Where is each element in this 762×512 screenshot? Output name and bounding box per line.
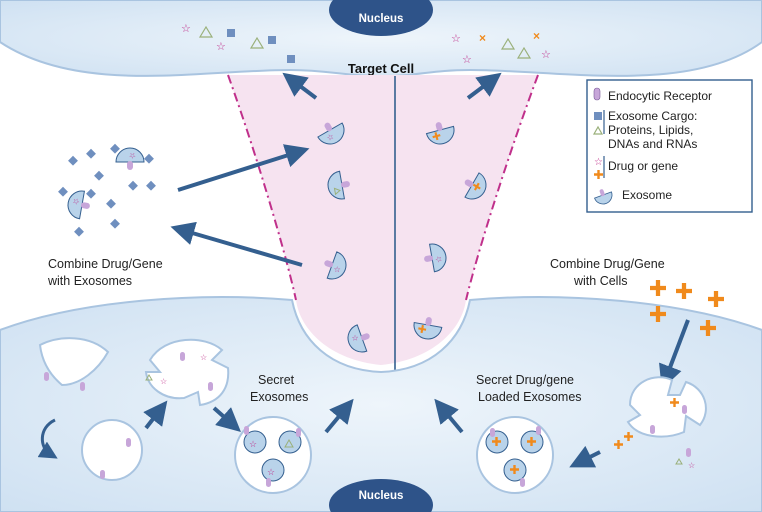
legend-box — [586, 79, 753, 213]
target-cell-label: Target Cell — [348, 61, 414, 76]
right-endosome: ☆ — [614, 376, 707, 470]
secret-loaded-label-2: Loaded Exosomes — [478, 390, 582, 404]
cargo-triangle-icon — [198, 25, 214, 38]
cargo-square-icon — [227, 29, 235, 37]
drug-plus-icon — [650, 280, 666, 296]
svg-text:☆: ☆ — [325, 132, 336, 143]
drug-star-icon: ☆ — [462, 54, 472, 66]
exosome-icon: ☆ — [115, 147, 145, 170]
drug-particles — [58, 143, 156, 237]
legend: Endocytic Receptor Exosome Cargo: Protei… — [586, 79, 753, 213]
cargo-square-icon — [594, 112, 602, 120]
drug-plus-icon — [676, 283, 692, 299]
arrow-to-funnel — [177, 144, 310, 192]
exosome-icon — [594, 189, 613, 205]
cargo-square-icon — [287, 55, 295, 63]
combine-exosomes-label-1: Combine Drug/Gene — [48, 257, 163, 271]
svg-text:☆: ☆ — [160, 377, 167, 386]
exosomes-in-transit-right: ☆ — [413, 122, 487, 340]
receptor-icon — [593, 87, 601, 101]
legend-cargo-label-1: Exosome Cargo: — [608, 109, 697, 123]
nucleus-bottom-label: Nucleus — [359, 490, 404, 502]
combine-exosomes-label-2: with Exosomes — [47, 274, 132, 288]
legend-drug-label: Drug or gene — [608, 159, 678, 173]
drug-star-icon: ☆ — [451, 33, 461, 45]
legend-exosome-label: Exosome — [622, 188, 672, 202]
cargo-triangle-icon — [592, 125, 604, 135]
cargo-triangle-icon — [249, 36, 265, 49]
nucleus-top — [329, 0, 433, 36]
svg-text:☆: ☆ — [434, 255, 444, 264]
arrow-into-target-left — [282, 72, 318, 100]
left-endosome: ☆ ☆ — [144, 338, 230, 407]
arrow-from-funnel — [170, 221, 303, 267]
cargo-square-icon — [268, 36, 276, 44]
legend-receptor-label: Endocytic Receptor — [608, 89, 712, 103]
cargo-triangle-icon — [516, 46, 532, 59]
svg-text:☆: ☆ — [200, 353, 207, 362]
svg-text:☆: ☆ — [249, 439, 257, 449]
left-multivesicular-body: ☆ ☆ — [234, 416, 312, 494]
drug-cross-icon: × — [479, 31, 486, 45]
arrow-to-mvb-right — [569, 445, 601, 468]
arrow-secrete-right — [434, 398, 464, 434]
arrow-endosome-left — [143, 400, 168, 430]
svg-text:☆: ☆ — [71, 197, 81, 206]
drug-cross-icon: × — [533, 29, 540, 43]
exosome-icon: ☆ — [347, 324, 370, 353]
arrow-secrete-left — [324, 398, 354, 434]
target-cell-cargo: ☆ ☆ ☆ × × ☆ ☆ — [181, 23, 551, 66]
legend-cargo-label-3: DNAs and RNAs — [608, 137, 697, 151]
secret-exosomes-label-2: Exosomes — [250, 390, 308, 404]
nucleus-bottom — [329, 479, 433, 512]
secret-loaded-label-1: Secret Drug/gene — [476, 373, 574, 387]
exosome-icon: ☆ — [317, 122, 345, 145]
funnel-edge-right — [465, 74, 539, 301]
funnel-edge-left — [227, 74, 297, 301]
combine-cells-label-1: Combine Drug/Gene — [550, 257, 665, 271]
exosome-icon — [464, 172, 487, 200]
svg-text:☆: ☆ — [129, 151, 136, 160]
exosomes-in-transit-left: ☆ ☆ ☆ — [317, 122, 370, 353]
arrow-into-target-right — [466, 72, 502, 100]
exosome-icon: ☆ — [424, 243, 447, 273]
drug-star-icon: ☆ — [216, 41, 226, 53]
exosome-icon — [327, 170, 350, 200]
drug-plus-icon — [708, 291, 724, 307]
nucleus-top-label: Nucleus — [359, 13, 404, 25]
secret-exosomes-label-1: Secret — [258, 373, 295, 387]
svg-text:☆: ☆ — [332, 265, 343, 275]
cargo-triangle-icon — [500, 37, 516, 50]
arrow-drugs-into-cell — [659, 319, 690, 390]
exosome-icon: ☆ — [324, 251, 347, 280]
svg-text:☆: ☆ — [267, 467, 275, 477]
combine-with-exosomes-group: ☆ ☆ — [58, 143, 156, 237]
legend-cargo-label-2: Proteins, Lipids, — [608, 123, 693, 137]
drug-star-icon: ☆ — [594, 157, 603, 168]
exosome-icon: ☆ — [67, 190, 90, 220]
svg-text:☆: ☆ — [688, 461, 695, 470]
combine-cells-label-2: with Cells — [573, 274, 628, 288]
arrow-to-mvb-left — [212, 406, 241, 432]
right-multivesicular-body — [476, 416, 554, 494]
svg-text:☆: ☆ — [350, 333, 361, 343]
drug-star-icon: ☆ — [541, 49, 551, 61]
left-endocytosis — [37, 337, 143, 481]
exosome-icon — [413, 317, 443, 340]
drug-star-icon: ☆ — [181, 23, 191, 35]
exosome-icon — [425, 122, 455, 145]
